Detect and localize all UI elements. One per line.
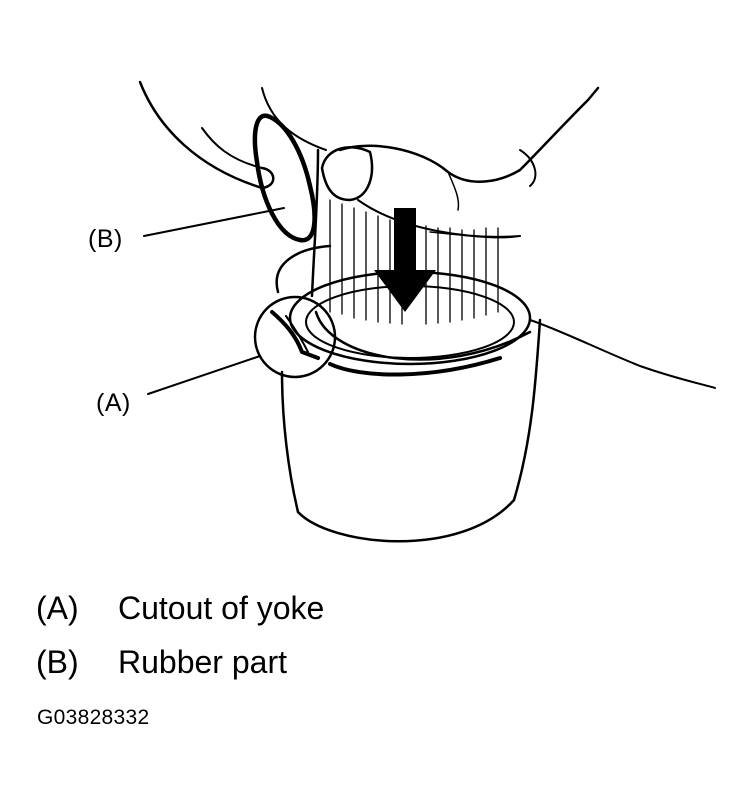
hand-crease — [519, 149, 537, 187]
legend-row-a: (A) Cutout of yoke — [36, 592, 324, 624]
leader-line-a — [147, 355, 261, 395]
hand-crease-2 — [447, 171, 460, 211]
down-arrow-icon — [374, 208, 436, 312]
legend-text-a: Cutout of yoke — [118, 590, 325, 626]
cup-right-side — [512, 318, 542, 502]
thumb-nail — [320, 146, 374, 202]
cutout-detail-circle — [253, 295, 337, 379]
hand-upper-contour — [429, 231, 521, 239]
leader-line-b — [143, 207, 285, 237]
cutout-mark — [270, 310, 320, 360]
cup-left-side — [280, 370, 300, 514]
hand-right-contour — [529, 319, 716, 389]
yoke-lower-edge — [357, 199, 521, 238]
rubber-part-shape — [252, 113, 317, 243]
callout-label-b: (B) — [88, 225, 123, 253]
cup-bottom — [296, 498, 516, 543]
thumb-outline — [338, 86, 600, 183]
finger-tip — [260, 166, 275, 190]
hand-outline — [138, 80, 264, 190]
legend-key-b: (B) — [36, 644, 79, 680]
legend-text-b: Rubber part — [118, 644, 287, 680]
callout-label-a: (A) — [96, 389, 131, 417]
legend-key-a: (A) — [36, 590, 79, 626]
cup-rim-shadow — [328, 356, 502, 377]
legend-row-b: (B) Rubber part — [36, 646, 287, 678]
wrist-outline — [201, 127, 263, 169]
figure-id: G03828332 — [37, 706, 150, 729]
yoke-left-edge — [310, 148, 320, 298]
cutout-mark-2 — [285, 315, 309, 353]
